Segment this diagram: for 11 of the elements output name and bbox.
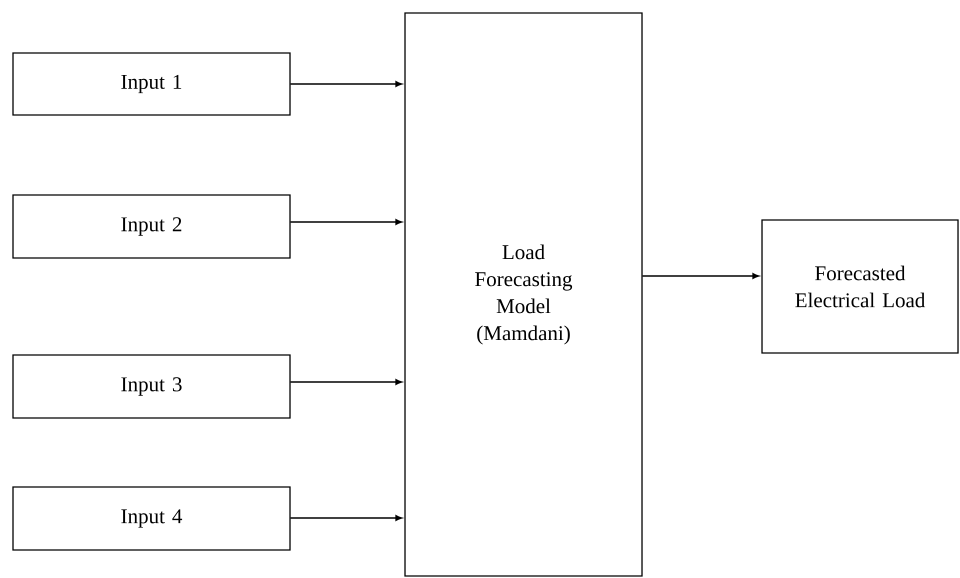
- input-box: Input 2: [12, 194, 291, 259]
- input-box: Input 1: [12, 52, 291, 116]
- model-box: Load Forecasting Model (Mamdani): [404, 12, 643, 577]
- output-box: Forecasted Electrical Load: [761, 219, 959, 354]
- input-box: Input 4: [12, 486, 291, 551]
- arrow: [290, 515, 402, 521]
- arrow: [642, 273, 759, 279]
- arrow: [290, 379, 402, 385]
- input-box: Input 3: [12, 354, 291, 419]
- arrow: [290, 81, 402, 87]
- arrow: [290, 219, 402, 225]
